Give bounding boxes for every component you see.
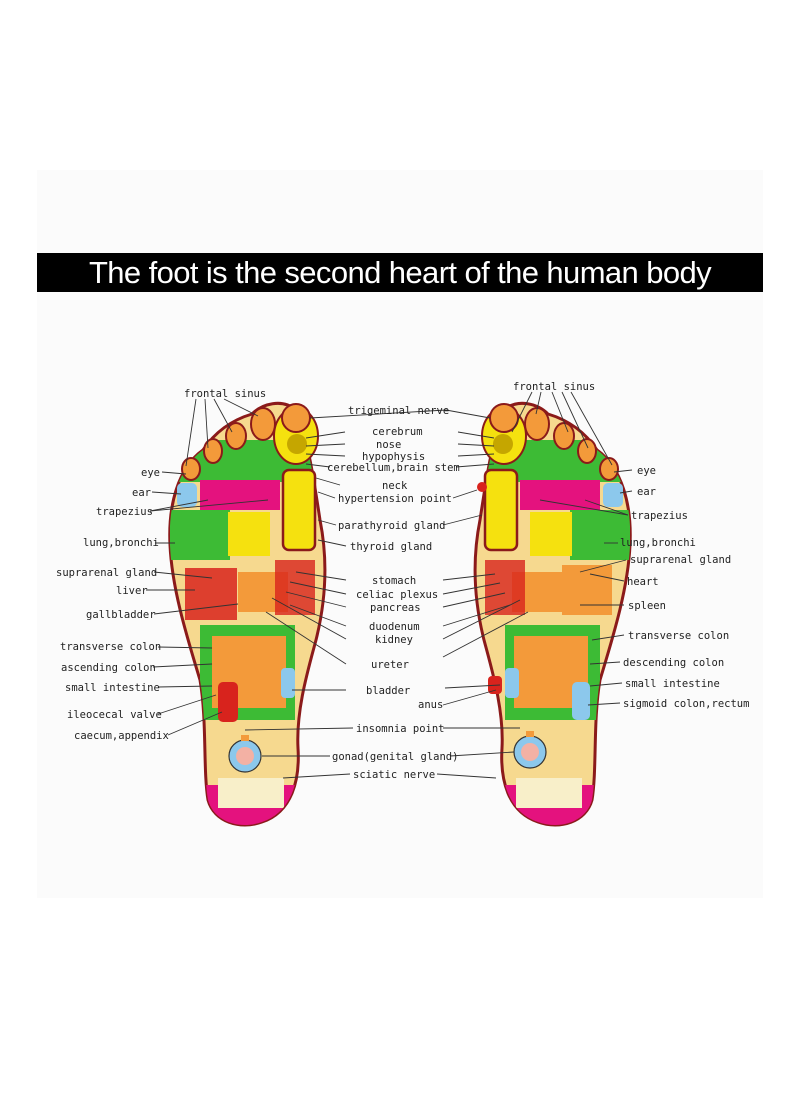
label-ascending-colon: ascending colon <box>61 662 156 674</box>
left-lung-center <box>228 512 270 556</box>
label-bladder: bladder <box>366 685 410 697</box>
left-eye-ear-zone <box>177 483 197 507</box>
left-bladder-zone <box>281 668 295 698</box>
left-foot <box>168 401 327 827</box>
label-duodenum: duodenum <box>369 621 420 633</box>
left-toe-5 <box>181 457 201 481</box>
right-anus-zone <box>505 668 519 698</box>
page-title: The foot is the second heart of the huma… <box>88 255 712 290</box>
label-small-intestine-right: small intestine <box>625 678 720 690</box>
left-big-toe-tip <box>281 403 311 433</box>
label-gonad: gonad(genital gland) <box>332 751 458 763</box>
label-eye-right: eye <box>637 465 656 477</box>
label-lung-bronchi-right: lung,bronchi <box>620 537 696 549</box>
right-toe-5 <box>599 457 619 481</box>
label-heart: heart <box>627 576 659 588</box>
right-sigmoid-zone <box>572 682 590 720</box>
label-hypophysis: hypophysis <box>362 451 425 463</box>
left-stomach-zone <box>275 560 315 615</box>
left-lung-zone <box>170 510 230 560</box>
left-liver-zone <box>185 568 237 620</box>
label-small-intestine-left: small intestine <box>65 682 160 694</box>
label-suprarenal-gland-left: suprarenal gland <box>56 567 157 579</box>
left-gonad-point <box>228 735 262 773</box>
label-thyroid-gland: thyroid gland <box>350 541 432 553</box>
label-descending-colon: descending colon <box>623 657 724 669</box>
label-ear-left: ear <box>132 487 151 499</box>
label-cerebellum: cerebellum,brain stem <box>327 462 460 474</box>
label-gallbladder: gallbladder <box>86 609 156 621</box>
right-cerebrum-mark <box>493 434 513 454</box>
left-toe-2 <box>250 407 276 441</box>
label-transverse-colon-left: transverse colon <box>60 641 161 653</box>
label-nose: nose <box>376 439 401 451</box>
left-toe-4 <box>203 438 223 464</box>
label-sigmoid-colon: sigmoid colon,rectum <box>623 698 749 710</box>
right-heel-pale <box>516 778 582 808</box>
label-trigeminal-nerve: trigeminal nerve <box>348 405 449 417</box>
right-stomach-zone <box>485 560 525 615</box>
left-caecum-zone <box>218 682 238 722</box>
right-gonad-point <box>513 731 547 769</box>
label-eye-left: eye <box>141 467 160 479</box>
label-cerebrum: cerebrum <box>372 426 423 438</box>
label-sciatic-nerve: sciatic nerve <box>353 769 435 781</box>
label-parathyroid-gland: parathyroid gland <box>338 520 445 532</box>
right-heart-zone <box>562 565 612 615</box>
left-thyroid-zone <box>281 468 317 552</box>
label-liver: liver <box>116 585 148 597</box>
label-ureter: ureter <box>371 659 409 671</box>
leader-lines <box>146 391 633 779</box>
labels: frontal sinus trigeminal nerve cerebrum … <box>56 381 749 781</box>
label-lung-bronchi-left: lung,bronchi <box>83 537 159 549</box>
right-foot <box>473 401 632 827</box>
left-cerebrum-mark <box>287 434 307 454</box>
left-heel-pale <box>218 778 284 808</box>
label-neck: neck <box>382 480 408 492</box>
label-ear-right: ear <box>637 486 656 498</box>
right-lung-zone <box>570 510 630 560</box>
right-toe-4 <box>577 438 597 464</box>
right-thyroid-zone <box>483 468 519 552</box>
label-frontal-sinus-left: frontal sinus <box>184 388 266 400</box>
label-stomach: stomach <box>372 575 416 587</box>
label-insomnia-point: insomnia point <box>356 723 445 735</box>
right-toe-2 <box>524 407 550 441</box>
title-bar: The foot is the second heart of the huma… <box>37 253 763 292</box>
label-spleen: spleen <box>628 600 666 612</box>
label-ileocecal-valve: ileocecal valve <box>67 709 162 721</box>
right-lung-center <box>530 512 572 556</box>
label-trapezius-left: trapezius <box>96 506 153 518</box>
right-hypertension-point <box>477 482 487 492</box>
label-caecum-appendix: caecum,appendix <box>74 730 169 742</box>
label-suprarenal-gland-right: suprarenal gland <box>630 554 731 566</box>
label-hypertension-point: hypertension point <box>338 493 452 505</box>
label-pancreas: pancreas <box>370 602 421 614</box>
label-kidney: kidney <box>375 634 413 646</box>
label-transverse-colon-right: transverse colon <box>628 630 729 642</box>
right-magenta-zone <box>520 480 600 510</box>
right-toe-3 <box>553 422 575 450</box>
label-celiac-plexus: celiac plexus <box>356 589 438 601</box>
label-frontal-sinus-right: frontal sinus <box>513 381 595 393</box>
label-anus: anus <box>418 699 443 711</box>
label-trapezius-right: trapezius <box>631 510 688 522</box>
right-eye-ear-zone <box>603 483 623 507</box>
